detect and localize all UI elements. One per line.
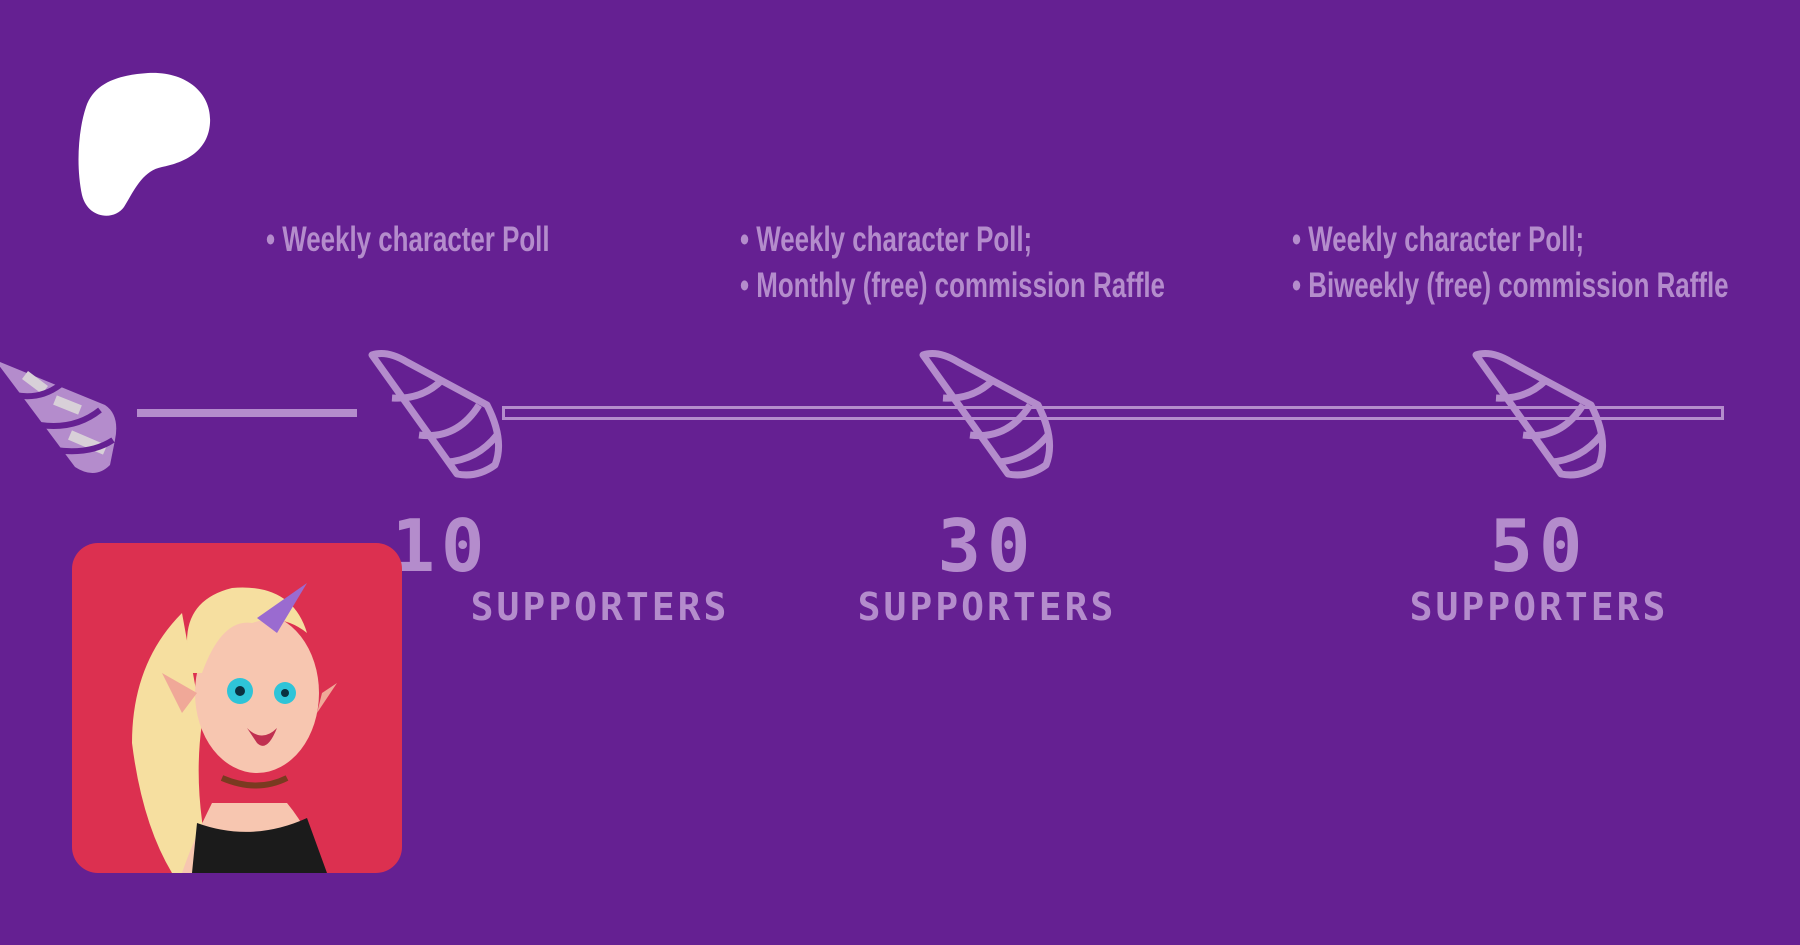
tier-10-label: SUPPORTERS [470,585,730,629]
tier-30-perk-2: • Monthly (free) commission Raffle [740,266,1165,305]
tier-30-count: 30 [937,504,1037,588]
unicorn-girl-avatar-icon [132,583,337,873]
unicorn-horn-10-icon [368,350,503,479]
patreon-logo-icon[interactable] [78,71,212,217]
tier-30-perk-1: • Weekly character Poll; [740,220,1033,259]
unicorn-horn-filled-icon [0,362,117,473]
unicorn-horn-30-icon [919,350,1054,479]
tier-50-perk-2: • Biweekly (free) commission Raffle [1292,266,1729,305]
creator-avatar[interactable] [72,543,402,873]
tier-30-label: SUPPORTERS [857,585,1117,629]
tier-10-count: 10 [391,504,491,588]
unicorn-horn-50-icon [1472,350,1607,479]
tier-50-count: 50 [1489,504,1589,588]
timeline-line-start [137,409,357,417]
tier-50-label: SUPPORTERS [1409,585,1669,629]
tier-50-perk-1: • Weekly character Poll; [1292,220,1585,259]
timeline-line [502,406,1724,420]
tier-10-perk-1: • Weekly character Poll [266,220,550,259]
